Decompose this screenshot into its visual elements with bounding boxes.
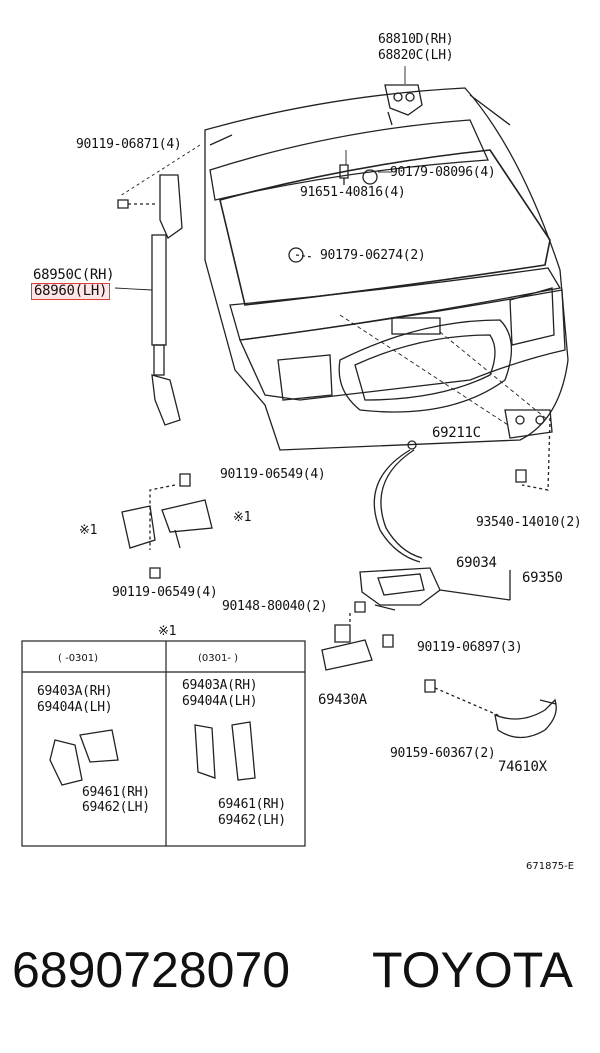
label-90119-06549-lower: 90119-06549(4) bbox=[112, 585, 218, 600]
label-90179-06274: 90179-06274(2) bbox=[320, 248, 426, 263]
table-header-col1: ( -0301) bbox=[58, 653, 99, 664]
pull-handle bbox=[424, 679, 557, 739]
lock-assembly bbox=[354, 567, 511, 648]
label-69034: 69034 bbox=[456, 555, 497, 571]
label-90119-06549-upper: 90119-06549(4) bbox=[220, 467, 326, 482]
label-90119-06897: 90119-06897(3) bbox=[417, 640, 523, 655]
footer-brand: TOYOTA bbox=[372, 942, 573, 998]
hinge-top bbox=[384, 84, 423, 126]
label-68820c: 68820C(LH) bbox=[378, 48, 454, 63]
tailgate-body bbox=[204, 87, 569, 451]
hinge-brackets-middle bbox=[121, 473, 213, 579]
label-69403a-col1: 69403A(RH) bbox=[37, 684, 113, 699]
label-69430a: 69430A bbox=[318, 692, 367, 708]
hinge-bolts bbox=[288, 164, 378, 263]
label-90119-06871: 90119-06871(4) bbox=[76, 137, 182, 152]
label-69461-col2: 69461(RH) bbox=[218, 797, 286, 812]
label-74610x: 74610X bbox=[498, 759, 547, 775]
note-mark-right: ※1 bbox=[233, 510, 252, 525]
variant-table bbox=[21, 640, 306, 847]
label-69403a-col2: 69403A(RH) bbox=[182, 678, 258, 693]
label-68810d: 68810D(RH) bbox=[378, 32, 454, 47]
label-93540-14010: 93540-14010(2) bbox=[476, 515, 582, 530]
label-90179-08096: 90179-08096(4) bbox=[390, 165, 496, 180]
label-69404a-col1: 69404A(LH) bbox=[37, 700, 113, 715]
release-cable bbox=[373, 440, 423, 563]
label-69350: 69350 bbox=[522, 570, 563, 586]
footer-part-number: 6890728070 bbox=[12, 942, 291, 998]
leader-lines-upper bbox=[114, 66, 549, 426]
figure-code: 671875-E bbox=[526, 861, 575, 872]
label-91651-40816: 91651-40816(4) bbox=[300, 185, 406, 200]
table-header-col2: (0301- ) bbox=[198, 653, 239, 664]
striker bbox=[321, 613, 373, 671]
latch-bracket bbox=[504, 409, 553, 491]
note-mark-left: ※1 bbox=[79, 523, 98, 538]
label-90159-60367: 90159-60367(2) bbox=[390, 746, 496, 761]
note-mark-table: ※1 bbox=[158, 624, 177, 639]
label-90148-80040: 90148-80040(2) bbox=[222, 599, 328, 614]
label-69462-col2: 69462(LH) bbox=[218, 813, 286, 828]
gas-strut bbox=[117, 174, 183, 426]
label-68950c: 68950C(RH) bbox=[33, 267, 115, 283]
label-68960-highlighted: 68960(LH) bbox=[31, 283, 111, 300]
label-69462-col1: 69462(LH) bbox=[82, 800, 150, 815]
label-69211c: 69211C bbox=[432, 425, 481, 441]
label-69461-col1: 69461(RH) bbox=[82, 785, 150, 800]
label-69404a-col2: 69404A(LH) bbox=[182, 694, 258, 709]
